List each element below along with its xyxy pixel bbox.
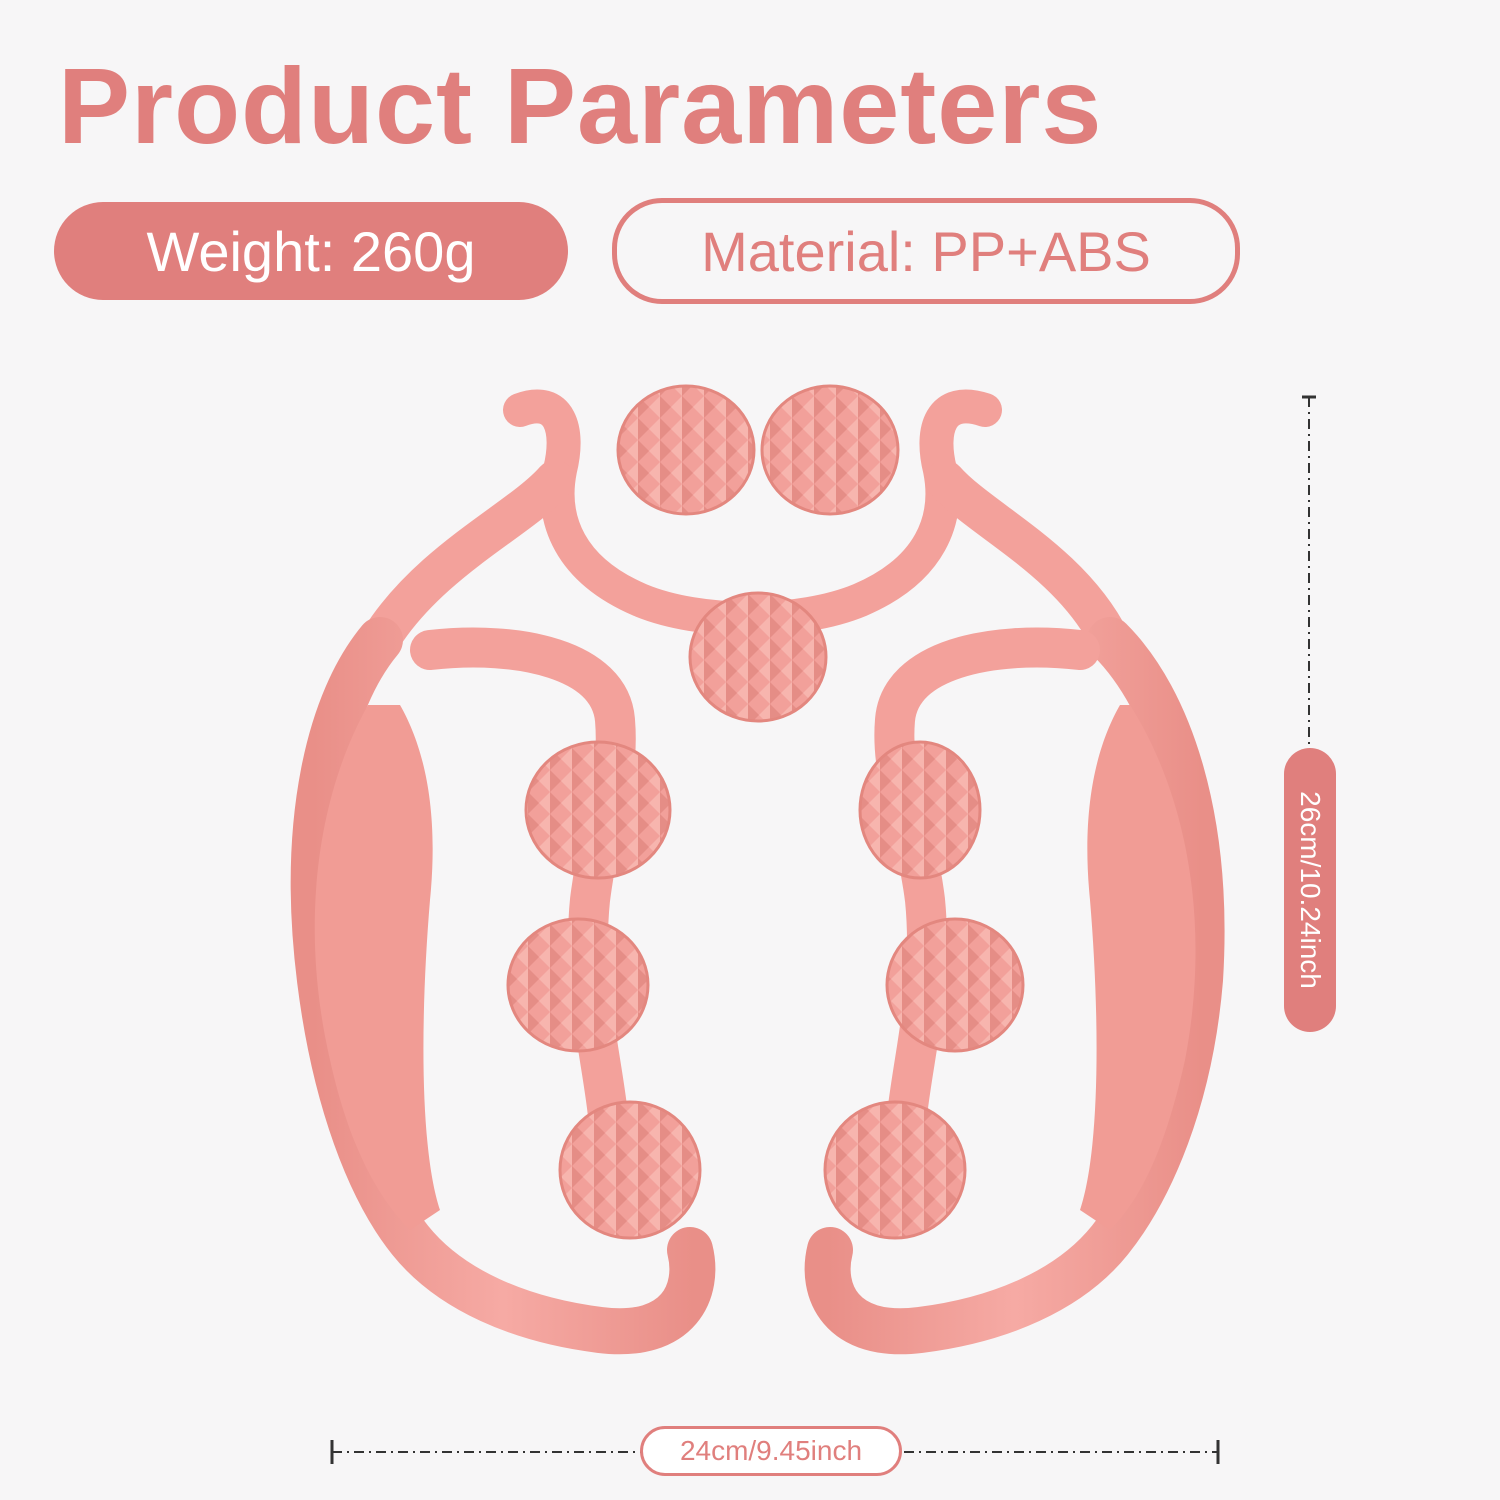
material-badge: Material: PP+ABS [612,198,1240,304]
roller-top-left [616,384,756,516]
weight-badge: Weight: 260g [54,202,568,300]
height-label: 26cm/10.24inch [1284,748,1336,1032]
roller-left-2 [506,917,650,1053]
roller-top-right [760,384,900,516]
left-inner-arm [410,627,636,1170]
roller-right-1 [858,740,982,880]
left-grip [314,705,440,1230]
material-label: Material: PP+ABS [701,219,1151,283]
right-grip [1080,705,1196,1230]
roller-center [688,591,828,723]
left-handle [290,617,716,1355]
roller-right-2 [885,917,1025,1053]
width-label: 24cm/9.45inch [640,1426,902,1476]
height-text: 26cm/10.24inch [1295,791,1326,989]
roller-left-3 [558,1100,702,1240]
width-text: 24cm/9.45inch [679,1435,863,1466]
roller-right-3 [823,1100,967,1240]
page-title: Product Parameters [58,45,1103,166]
roller-balls [506,384,1025,1240]
weight-label: Weight: 260g [146,219,476,283]
right-handle [804,617,1225,1355]
right-inner-arm [874,627,1100,1170]
roller-left-1 [524,740,672,880]
